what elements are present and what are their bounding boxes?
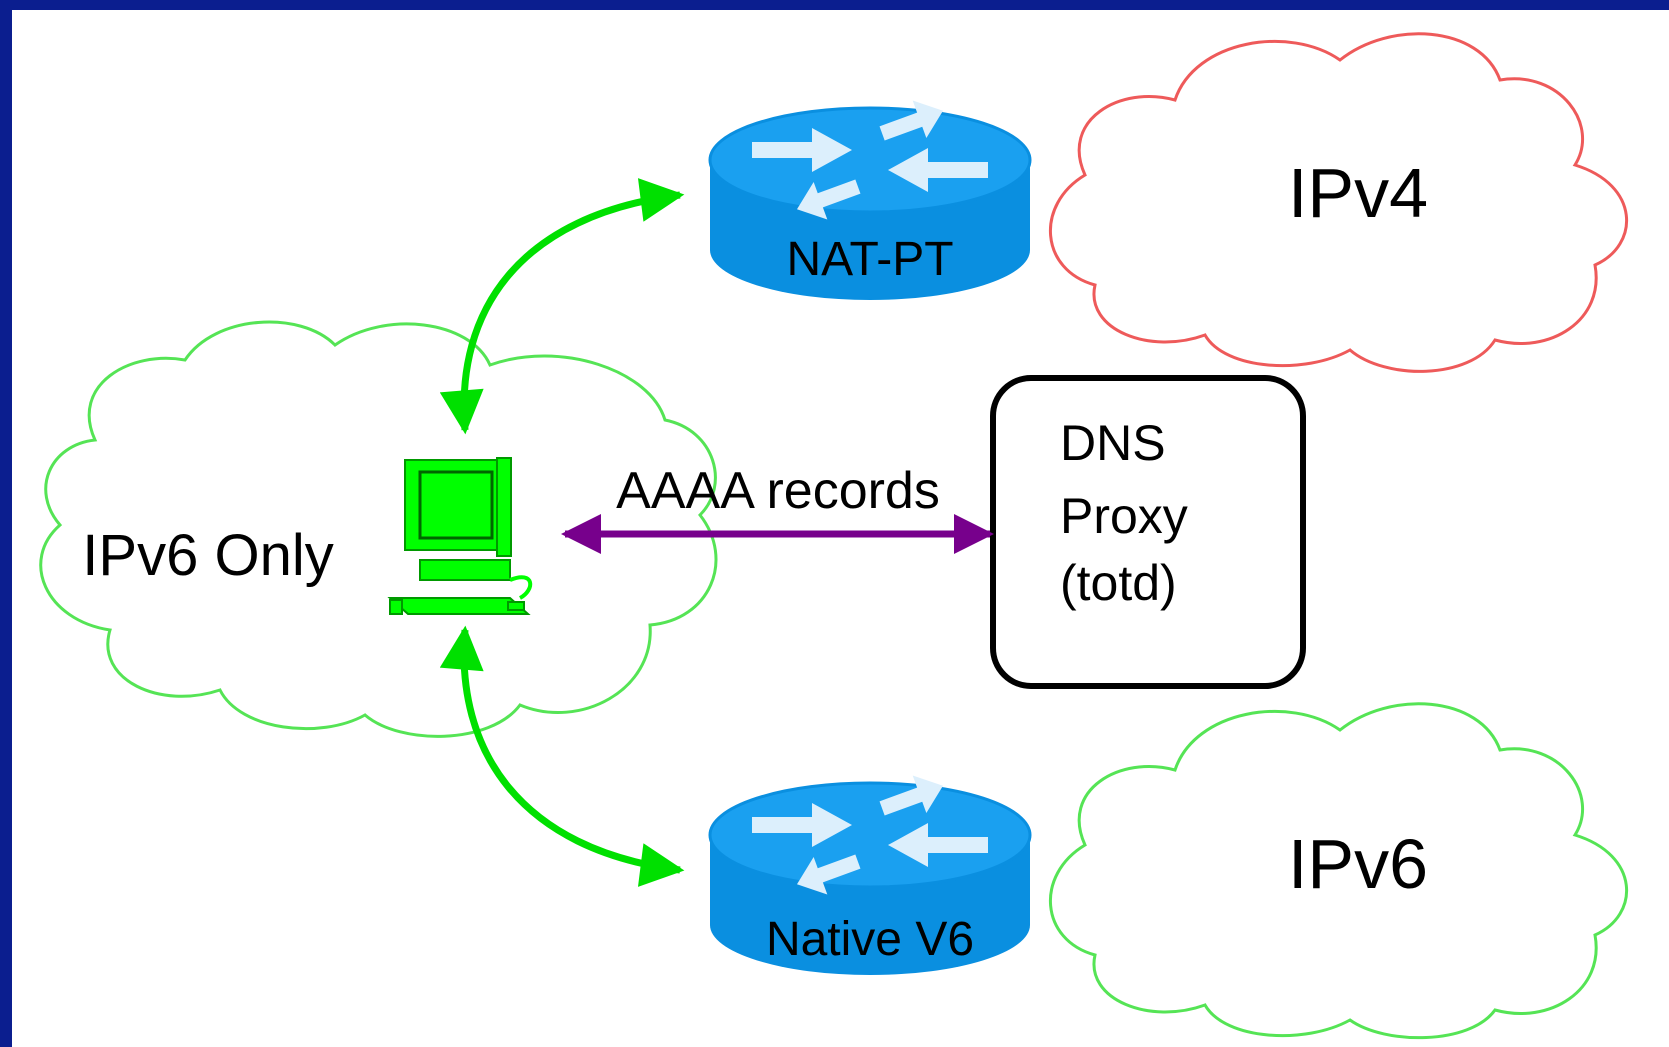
- ipv6-cloud: IPv6: [1049, 702, 1628, 1040]
- dns-proxy-box: DNS Proxy (totd): [990, 375, 1306, 689]
- router-icon: [708, 775, 1032, 975]
- link-computer-to-nat-pt: [439, 178, 685, 435]
- native-v6-router: Native V6: [708, 775, 1032, 975]
- ipv4-cloud: IPv4: [1049, 32, 1628, 373]
- ipv6-only-label: IPv6 Only: [82, 523, 333, 588]
- native-v6-label: Native V6: [766, 913, 974, 966]
- router-icon: [708, 100, 1032, 300]
- ipv6-cloud-label: IPv6: [1288, 825, 1428, 903]
- desktop-computer-icon: [387, 457, 533, 615]
- dns-proxy-line-3: (totd): [1060, 555, 1177, 611]
- dns-proxy-line-2: Proxy: [1060, 488, 1188, 544]
- link-computer-to-native-v6: [439, 625, 685, 887]
- ipv4-cloud-label: IPv4: [1288, 154, 1428, 232]
- nat-pt-label: NAT-PT: [786, 233, 953, 286]
- dns-proxy-line-1: DNS: [1060, 415, 1166, 471]
- ipv6-only-cloud: IPv6 Only: [39, 320, 718, 738]
- aaaa-records-label: AAAA records: [616, 462, 940, 520]
- link-computer-to-dns-proxy: AAAA records: [561, 462, 994, 554]
- nat-pt-router: NAT-PT: [708, 100, 1032, 300]
